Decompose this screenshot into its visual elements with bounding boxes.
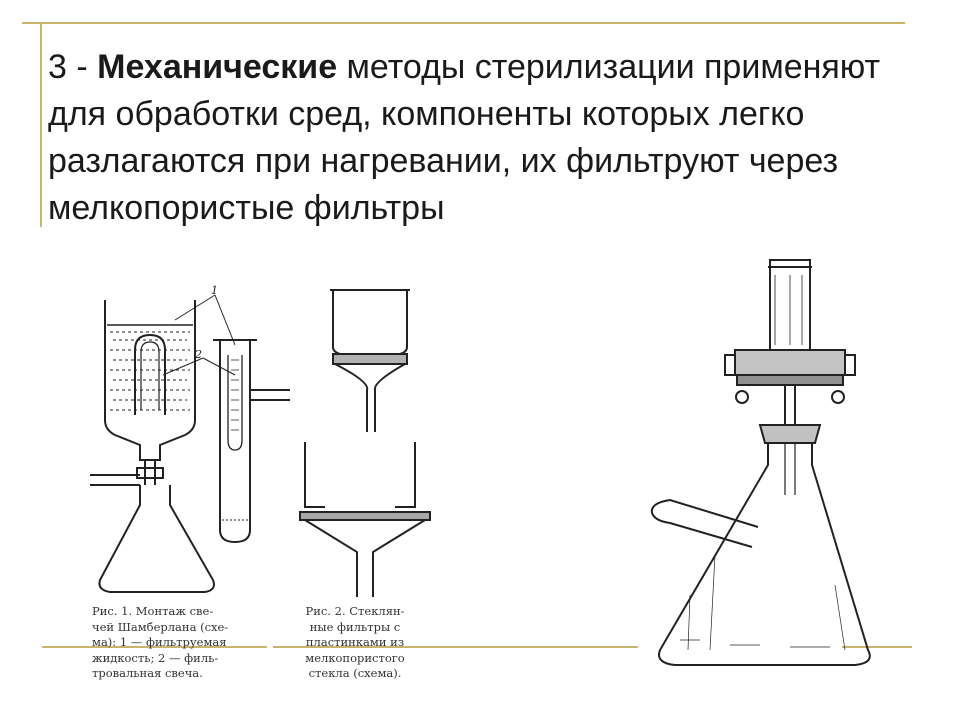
- left-divider-line: [40, 22, 42, 227]
- figure1-caption: Рис. 1. Монтаж све- чей Шамберлана (схе-…: [92, 604, 229, 680]
- seitz-filter-flask-illustration: [650, 259, 871, 666]
- slide-text: 3 - Механические методы стерилизации при…: [48, 44, 928, 232]
- top-divider-line: [22, 22, 905, 24]
- chamberland-candle-illustration: 1 2: [90, 284, 290, 593]
- heading-prefix: 3 -: [48, 48, 98, 86]
- bottom-divider-line: [42, 646, 267, 648]
- heading-bold-term: Механические: [97, 48, 338, 86]
- bottom-divider-line: [273, 646, 638, 648]
- figure2-caption: Рис. 2. Стеклян- ные фильтры с пластинка…: [305, 604, 405, 680]
- bottom-divider-line: [842, 646, 912, 648]
- figure1-label-1: 1: [211, 284, 218, 297]
- figure1-label-2: 2: [194, 348, 202, 361]
- heading-rest: методы стерилизации применяют для обрабо…: [48, 48, 881, 227]
- glass-filter-illustration: [299, 289, 431, 597]
